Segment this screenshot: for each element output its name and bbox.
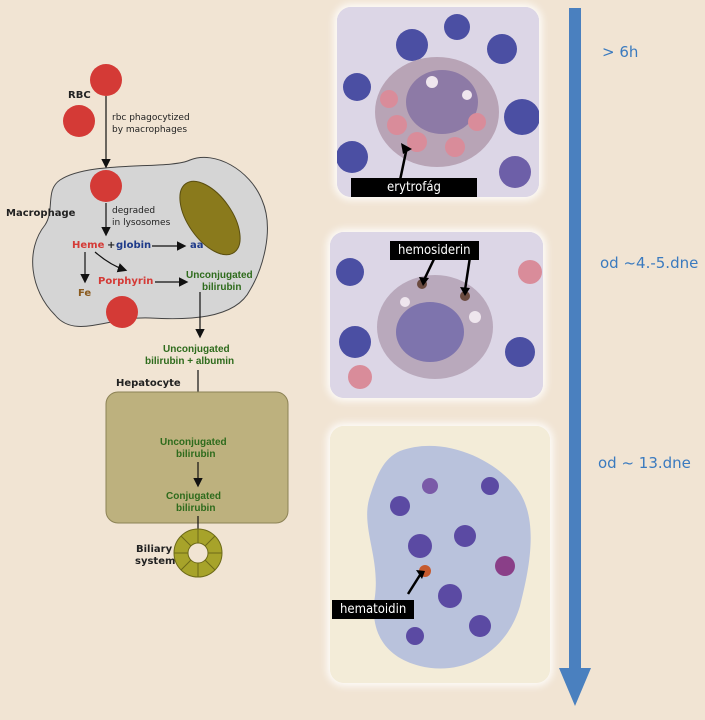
fe-label: Fe <box>78 288 92 299</box>
micrograph-hemosiderin-image <box>330 232 543 398</box>
conjugated-bilirubin-line2: bilirubin <box>176 503 216 514</box>
macrophage-nucleus <box>179 180 241 256</box>
hepatocyte-label: Hepatocyte <box>116 378 181 389</box>
micrograph-hematoidin-image <box>330 426 550 683</box>
micrograph-hemosiderin <box>330 232 543 398</box>
time-label-4-5-days: od ~4.-5.dne <box>600 254 699 272</box>
rbc-circle <box>63 105 95 137</box>
micrograph-hematoidin <box>330 426 550 683</box>
unconjugated-bilirubin-albumin-line2: bilirubin + albumin <box>145 356 235 367</box>
rbc-label: RBC <box>68 90 91 101</box>
heme-label: Heme <box>72 240 105 251</box>
conjugated-bilirubin-line1: Conjugated <box>166 491 221 502</box>
aa-label: aa <box>190 240 204 251</box>
biliary-duct-icon <box>173 528 223 578</box>
time-label-13-days: od ~ 13.dne <box>598 454 691 472</box>
micrograph-erythrophage-image <box>337 7 539 197</box>
phagocytized-label-line1: rbc phagocytized <box>112 113 190 123</box>
hemosiderin-tag: hemosiderin <box>390 241 479 260</box>
globin-label: globin <box>116 240 152 251</box>
biliary-label-line1: Biliary <box>136 544 173 555</box>
arrow <box>94 251 128 273</box>
porphyrin-label: Porphyrin <box>98 276 154 287</box>
macrophage-label: Macrophage <box>6 208 76 219</box>
bilirubin-pathway-diagram: RBC rbc phagocytized by macrophages Macr… <box>0 0 300 720</box>
time-label-6h: > 6h <box>602 43 639 61</box>
unconjugated-bilirubin-hepatocyte-line2: bilirubin <box>176 449 216 460</box>
timeline-arrow-head <box>559 668 591 706</box>
unconjugated-bilirubin-macrophage-line1: Unconjugated <box>186 270 253 281</box>
unconjugated-bilirubin-macrophage-line2: bilirubin <box>202 282 242 293</box>
timeline-arrow-shaft <box>569 8 581 678</box>
pathway-graphics <box>32 64 289 578</box>
unconjugated-bilirubin-albumin-line1: Unconjugated <box>163 344 230 355</box>
degraded-label-line1: degraded <box>112 206 156 216</box>
erythrophage-tag: erytrofág <box>351 178 477 197</box>
plus-sign: + <box>107 240 116 251</box>
phagocytized-label-line2: by macrophages <box>112 125 188 135</box>
micrograph-erythrophage <box>337 7 539 197</box>
unconjugated-bilirubin-hepatocyte-line1: Unconjugated <box>160 437 227 448</box>
hematoidin-tag: hematoidin <box>332 600 415 619</box>
degraded-label-line2: in lysosomes <box>112 218 171 228</box>
biliary-label-line2: system <box>135 556 176 567</box>
rbc-circle <box>90 64 122 96</box>
timeline-arrow <box>559 8 591 706</box>
hepatocyte-cell <box>105 391 289 524</box>
rbc-circle <box>106 296 138 328</box>
rbc-circle <box>90 170 122 202</box>
